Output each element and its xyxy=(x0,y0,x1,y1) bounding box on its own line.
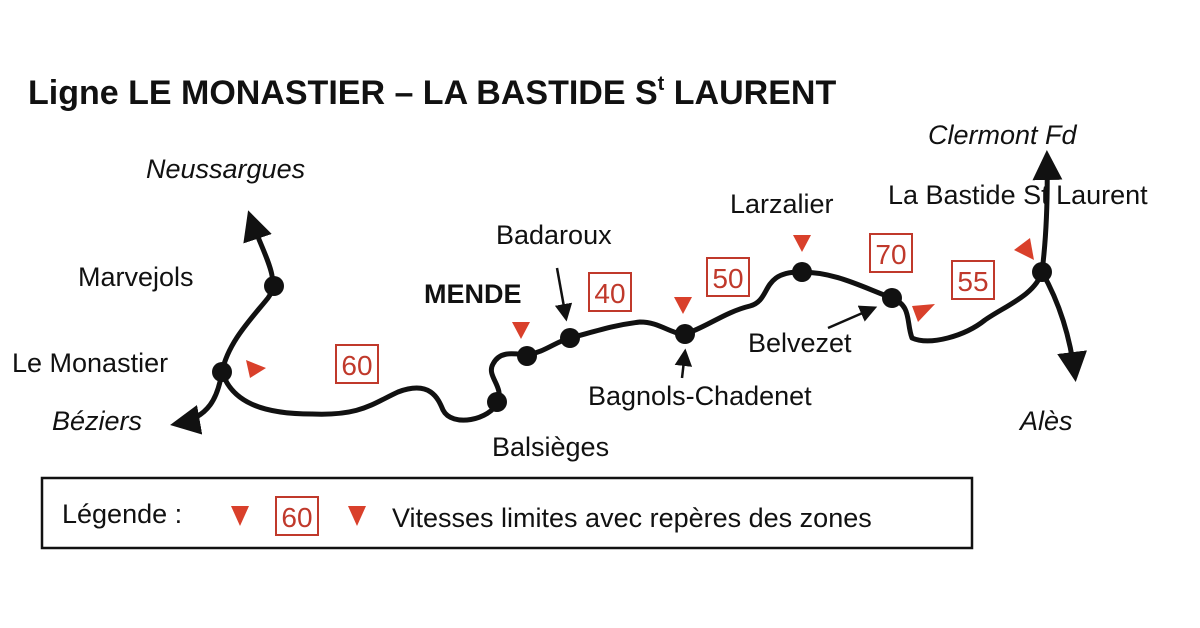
zone-marker xyxy=(793,235,811,252)
speed-limit-60: 60 xyxy=(335,344,379,384)
station-dot-le-monastier xyxy=(212,362,232,382)
speed-limit-70: 70 xyxy=(869,233,913,273)
label-la-bastide: La Bastide St Laurent xyxy=(888,180,1148,210)
svg-text:40: 40 xyxy=(594,278,625,309)
branch-to-beziers xyxy=(170,369,225,435)
pointer-belvezet xyxy=(827,305,878,330)
svg-text:70: 70 xyxy=(875,239,906,270)
zone-marker xyxy=(512,322,530,339)
legend-marker-right xyxy=(348,506,366,526)
dest-ales: Alès xyxy=(1018,406,1073,436)
dest-beziers: Béziers xyxy=(52,406,142,436)
zone-marker xyxy=(246,360,266,378)
branch-to-ales xyxy=(1039,269,1087,382)
zone-marker xyxy=(674,297,692,314)
svg-text:55: 55 xyxy=(957,266,988,297)
station-dot-marvejols xyxy=(264,276,284,296)
label-marvejols: Marvejols xyxy=(78,262,194,292)
branch-to-clermont xyxy=(1032,150,1063,275)
pointer-bagnols xyxy=(674,348,693,379)
speed-limit-50: 50 xyxy=(706,257,750,297)
station-dot-belvezet xyxy=(882,288,902,308)
dest-neussargues: Neussargues xyxy=(146,154,305,184)
station-dot-bagnols xyxy=(675,324,695,344)
legend-speed-box xyxy=(275,496,319,536)
page-title: Ligne LE MONASTIER – LA BASTIDE St LAURE… xyxy=(28,73,836,112)
svg-text:50: 50 xyxy=(712,263,743,294)
legend-label: Légende : xyxy=(62,499,182,529)
legend-description: Vitesses limites avec repères des zones xyxy=(392,503,872,533)
station-dot-balsieges xyxy=(487,392,507,412)
speed-limit-40: 40 xyxy=(588,272,632,312)
label-bagnols: Bagnols-Chadenet xyxy=(588,381,812,411)
branch-to-neussargues xyxy=(219,210,276,375)
station-dot-la-bastide xyxy=(1032,262,1052,282)
label-badaroux: Badaroux xyxy=(496,220,612,250)
station-dot-mende xyxy=(517,346,537,366)
dest-clermont: Clermont Fd xyxy=(928,120,1078,150)
label-balsieges: Balsièges xyxy=(492,432,609,462)
pointer-badaroux xyxy=(554,267,573,322)
zone-marker xyxy=(1014,238,1034,260)
speed-limit-55: 55 xyxy=(951,260,995,300)
legend-speed-value: 60 xyxy=(281,502,312,533)
label-le-monastier: Le Monastier xyxy=(12,348,168,378)
label-larzalier: Larzalier xyxy=(730,189,834,219)
label-mende: MENDE xyxy=(424,279,522,309)
station-dot-larzalier xyxy=(792,262,812,282)
station-dot-badaroux xyxy=(560,328,580,348)
zone-marker xyxy=(912,304,935,322)
main-line xyxy=(219,269,1045,423)
legend-marker-left xyxy=(231,506,249,526)
label-belvezet: Belvezet xyxy=(748,328,852,358)
legend-box xyxy=(40,476,974,550)
legend: Légende : 60 Vitesses limites avec repèr… xyxy=(40,476,974,550)
svg-text:60: 60 xyxy=(341,350,372,381)
